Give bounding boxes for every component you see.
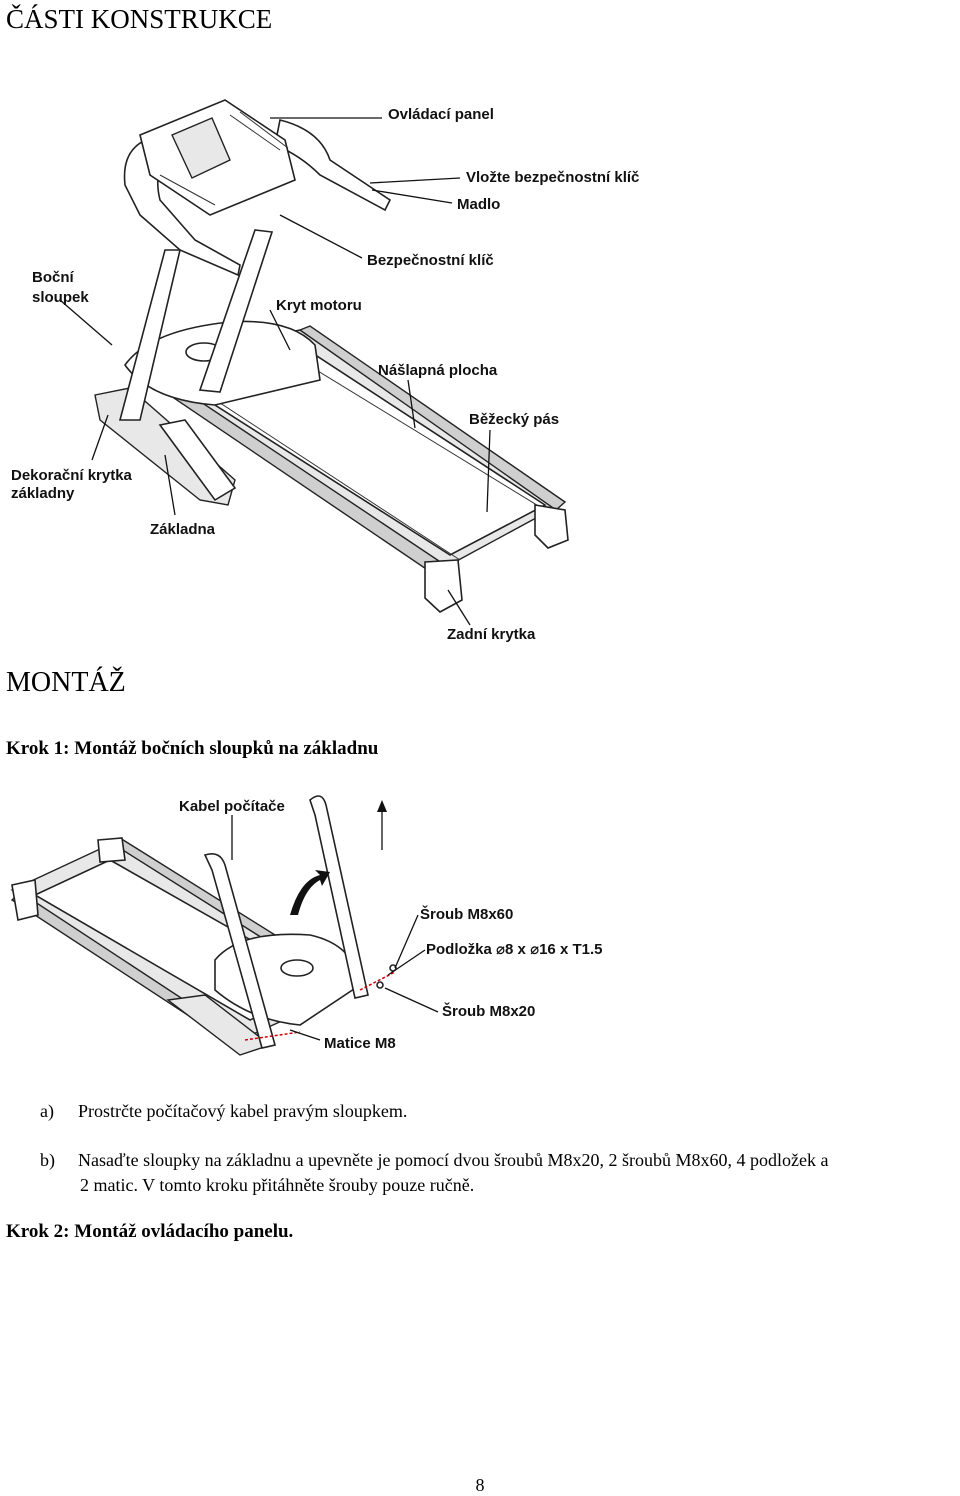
label-side-post-line2: sloupek xyxy=(32,289,89,306)
label-bolt-m8x60: Šroub M8x60 xyxy=(420,905,513,923)
label-side-post-line1: Boční xyxy=(32,269,75,286)
instruction-marker: a) xyxy=(40,1101,54,1121)
step1-title: Krok 1: Montáž bočních sloupků na základ… xyxy=(6,738,379,759)
label-washer: Podložka ⌀8 x ⌀16 x T1.5 xyxy=(426,941,602,958)
label-running-belt: Běžecký pás xyxy=(469,411,559,428)
lift-arrows xyxy=(290,800,387,915)
control-panel xyxy=(139,99,296,216)
instruction-text: Prostrčte počítačový kabel pravým sloupk… xyxy=(78,1101,408,1121)
label-nut-m8: Matice M8 xyxy=(324,1035,396,1052)
label-base-cover-line1: Dekorační krytka xyxy=(11,467,133,484)
step2-title: Krok 2: Montáž ovládacího panelu. xyxy=(6,1221,294,1242)
label-safety-key: Bezpečnostní klíč xyxy=(367,252,494,269)
label-handle: Madlo xyxy=(457,196,500,213)
section-title-parts: ČÁSTI KONSTRUKCE xyxy=(6,4,273,34)
label-control-panel: Ovládací panel xyxy=(388,106,494,123)
label-base: Základna xyxy=(150,521,216,538)
instruction-text-continued: 2 matic. V tomto kroku přitáhněte šrouby… xyxy=(80,1175,475,1195)
posts-assembly-diagram: Kabel počítače Šroub M8x60 Podložka ⌀8 x… xyxy=(10,795,602,1056)
label-base-cover-line2: základny xyxy=(11,485,75,502)
label-bolt-m8x20: Šroub M8x20 xyxy=(442,1002,535,1020)
label-motor-cover: Kryt motoru xyxy=(276,297,362,314)
instruction-text: Nasaďte sloupky na základnu a upevněte j… xyxy=(78,1150,829,1170)
label-computer-cable: Kabel počítače xyxy=(179,798,285,815)
label-step-surface: Nášlapná plocha xyxy=(378,362,498,379)
instruction-item-b: b) Nasaďte sloupky na základnu a upevněte… xyxy=(40,1148,955,1198)
side-posts-2 xyxy=(203,795,369,1049)
instruction-marker: b) xyxy=(40,1150,55,1170)
section-title-assembly: MONTÁŽ xyxy=(6,667,126,698)
instruction-item-a: a) Prostrčte počítačový kabel pravým slou… xyxy=(40,1099,940,1124)
treadmill-parts-diagram: Ovládací panel Vložte bezpečnostní klíč … xyxy=(11,99,639,643)
label-rear-cover: Zadní krytka xyxy=(447,626,536,643)
page-number: 8 xyxy=(475,1475,485,1495)
label-insert-key: Vložte bezpečnostní klíč xyxy=(466,169,639,186)
